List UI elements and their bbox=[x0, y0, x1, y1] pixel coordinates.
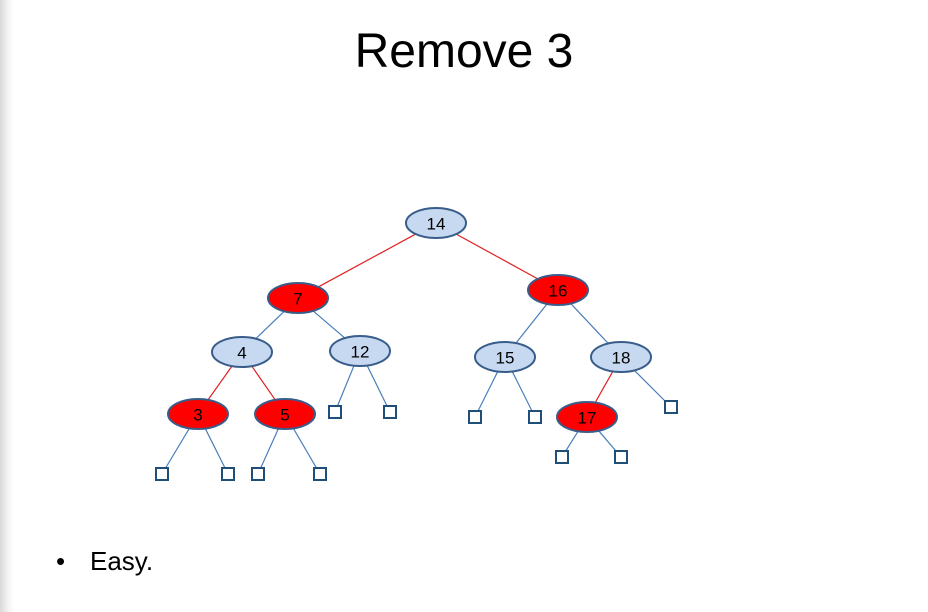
tree-node-15: 15 bbox=[474, 341, 536, 373]
node-label: 12 bbox=[351, 343, 370, 362]
bullet-item: • Easy. bbox=[56, 546, 153, 577]
nil-leaf-l11 bbox=[664, 400, 678, 414]
edge-n4-n5 bbox=[251, 365, 276, 401]
nil-leaf-l5 bbox=[328, 405, 342, 419]
node-label: 5 bbox=[280, 406, 289, 425]
edge-n16-n18 bbox=[570, 303, 609, 344]
tree-node-18: 18 bbox=[590, 341, 652, 373]
bullet-text: Easy. bbox=[90, 546, 154, 576]
bullet-dot: • bbox=[56, 546, 66, 576]
node-ellipse-15 bbox=[474, 341, 536, 373]
nil-leaf-l6 bbox=[383, 405, 397, 419]
edge-n15-l7 bbox=[477, 371, 499, 412]
node-label: 4 bbox=[237, 344, 246, 363]
node-ellipse-3 bbox=[167, 398, 229, 430]
node-ellipse-5 bbox=[254, 398, 316, 430]
edge-n15-l8 bbox=[511, 371, 533, 412]
node-label: 14 bbox=[427, 215, 446, 234]
edge-n17-l10 bbox=[598, 430, 617, 452]
nil-leaf-l8 bbox=[528, 410, 542, 424]
node-label: 3 bbox=[193, 406, 202, 425]
node-ellipse-4 bbox=[211, 336, 273, 368]
tree-node-3: 3 bbox=[167, 398, 229, 430]
node-ellipse-16 bbox=[527, 274, 589, 306]
edge-n3-l1 bbox=[165, 428, 190, 469]
tree-node-12: 12 bbox=[329, 335, 391, 367]
slide-edge-shadow bbox=[0, 0, 14, 612]
edge-n5-l3 bbox=[260, 428, 279, 469]
node-label: 18 bbox=[612, 349, 631, 368]
tree-node-5: 5 bbox=[254, 398, 316, 430]
edge-n7-n4 bbox=[255, 310, 285, 340]
nil-leaf-l10 bbox=[614, 450, 628, 464]
edge-n14-n7 bbox=[318, 233, 416, 288]
slide-title: Remove 3 bbox=[354, 25, 574, 78]
edge-n12-l6 bbox=[366, 365, 388, 407]
nil-leaf-l4 bbox=[313, 467, 327, 481]
edge-n17-l9 bbox=[565, 430, 579, 452]
edge-n18-n17 bbox=[594, 371, 614, 403]
nil-leaf-l7 bbox=[468, 410, 482, 424]
node-ellipse-17 bbox=[556, 401, 618, 433]
edge-n4-n3 bbox=[207, 365, 233, 401]
node-ellipse-18 bbox=[590, 341, 652, 373]
tree-node-4: 4 bbox=[211, 336, 273, 368]
edge-n7-n12 bbox=[312, 310, 346, 339]
edge-n12-l5 bbox=[336, 365, 355, 407]
node-label: 17 bbox=[578, 409, 597, 428]
nil-leaf-l2 bbox=[221, 467, 235, 481]
node-ellipse-12 bbox=[329, 335, 391, 367]
nil-leaf-l9 bbox=[555, 450, 569, 464]
node-ellipse-7 bbox=[267, 282, 329, 314]
edge-n3-l2 bbox=[204, 428, 226, 469]
tree-node-14: 14 bbox=[405, 207, 467, 239]
tree-node-16: 16 bbox=[527, 274, 589, 306]
edge-n18-l11 bbox=[633, 369, 666, 402]
tree-node-17: 17 bbox=[556, 401, 618, 433]
node-label: 7 bbox=[293, 290, 302, 309]
nil-leaf-l3 bbox=[251, 467, 265, 481]
edge-n5-l4 bbox=[292, 428, 318, 469]
nil-leaf-l1 bbox=[155, 467, 169, 481]
edge-n14-n16 bbox=[455, 233, 539, 280]
node-label: 16 bbox=[549, 282, 568, 301]
node-ellipse-14 bbox=[405, 207, 467, 239]
tree-node-7: 7 bbox=[267, 282, 329, 314]
node-label: 15 bbox=[496, 349, 515, 368]
edge-n16-n15 bbox=[515, 303, 548, 344]
